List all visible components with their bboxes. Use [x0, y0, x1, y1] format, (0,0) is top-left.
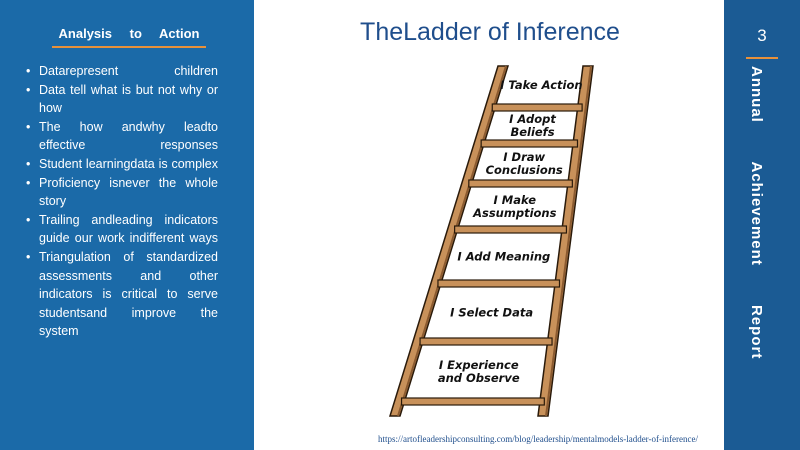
bullet-item: Triangulation of standardized assessment… — [24, 248, 218, 341]
bullet-item: Data tell what is but not why or how — [24, 81, 218, 118]
ladder-rung — [400, 397, 545, 406]
bullet-list: Datarepresent children Data tell what is… — [24, 62, 218, 341]
ladder-rung — [468, 179, 573, 188]
left-panel: Analysis to Action Datarepresent childre… — [0, 0, 254, 450]
ladder-rung-label: I Take Action — [500, 78, 582, 92]
bullet-item: Trailing andleading indicators guide our… — [24, 211, 218, 248]
ladder-rung — [437, 279, 561, 288]
ladder-right-rail-shade — [545, 65, 592, 417]
right-panel: 3 Annual Achievement Report — [724, 0, 800, 450]
bullet-item: The how andwhy leadto effective response… — [24, 118, 218, 155]
report-title-vertical: Annual Achievement Report — [748, 66, 765, 360]
ladder-rung-label: I Select Data — [450, 306, 533, 320]
header-underline — [52, 46, 206, 48]
page-number: 3 — [757, 26, 767, 45]
ladder-rung — [454, 225, 568, 234]
ladder-left-rail-shade — [397, 65, 507, 417]
bullet-item: Datarepresent children — [24, 62, 218, 81]
ladder-rung — [491, 103, 583, 112]
slide-title: TheLadder of Inference — [360, 18, 620, 46]
bullet-item: Student learningdata is complex — [24, 155, 218, 174]
ladder-rung — [480, 139, 579, 148]
ladder-rungs — [400, 103, 583, 406]
ladder-rung-label: I Add Meaning — [457, 250, 550, 264]
page-number-underline — [746, 57, 778, 59]
bullet-item: Proficiency isnever the whole story — [24, 174, 218, 211]
ladder-rails — [388, 65, 594, 417]
section-header: Analysis to Action — [58, 26, 200, 41]
source-url[interactable]: https://artofleadershipconsulting.com/bl… — [378, 434, 698, 444]
ladder-rung — [419, 337, 553, 346]
